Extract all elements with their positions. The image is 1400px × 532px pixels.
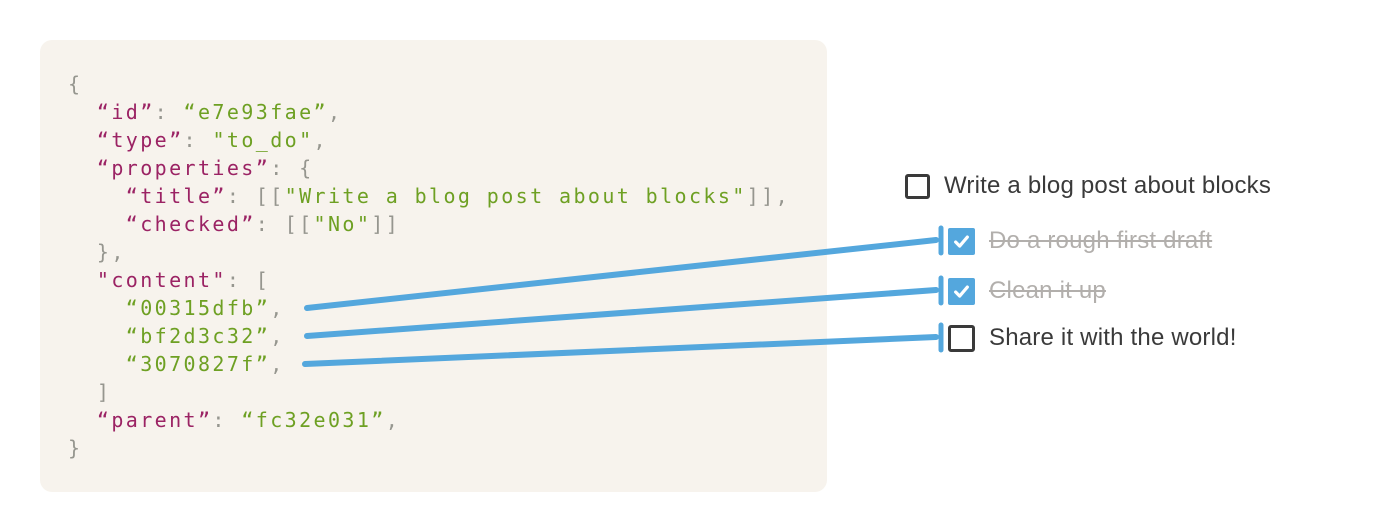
todo-checkbox[interactable] [948,277,975,305]
check-icon [954,234,969,248]
todo-item: Clean it up [948,277,1106,305]
todo-label: Share it with the world! [989,324,1237,351]
todo-label: Clean it up [989,277,1106,304]
todo-item: Share it with the world! [948,324,1237,352]
code-line: “00315dfb”, [125,296,285,320]
code-line: }, [68,240,126,264]
code-line: “checked”: [["No"]] [125,212,401,236]
code-line: “properties”: { [96,156,314,180]
code-line: “title”: [["Write a blog post about bloc… [125,184,791,208]
check-icon [954,284,969,298]
todo-checkbox[interactable] [948,227,975,255]
code-line: { [68,72,83,96]
todo-item: Write a blog post about blocks [905,172,1271,200]
code-line: ] [68,380,112,404]
code-line: “3070827f”, [125,352,285,376]
todo-label: Write a blog post about blocks [944,172,1272,199]
todo-checkbox[interactable] [948,324,975,352]
code-line: "content": [ [96,268,271,292]
code-line: “id”: “e7e93fae”, [96,100,343,124]
code-line: “bf2d3c32”, [125,324,285,348]
code-content: { “id”: “e7e93fae”, “type”: "to_do", “pr… [68,70,790,462]
todo-label: Do a rough first draft [989,227,1213,254]
code-line: “parent”: “fc32e031”, [96,408,401,432]
todo-checkbox[interactable] [905,173,930,199]
code-line: “type”: "to_do", [96,128,328,152]
code-line: } [68,436,83,460]
todo-item: Do a rough first draft [948,227,1212,255]
json-code-block: { “id”: “e7e93fae”, “type”: "to_do", “pr… [40,40,827,492]
